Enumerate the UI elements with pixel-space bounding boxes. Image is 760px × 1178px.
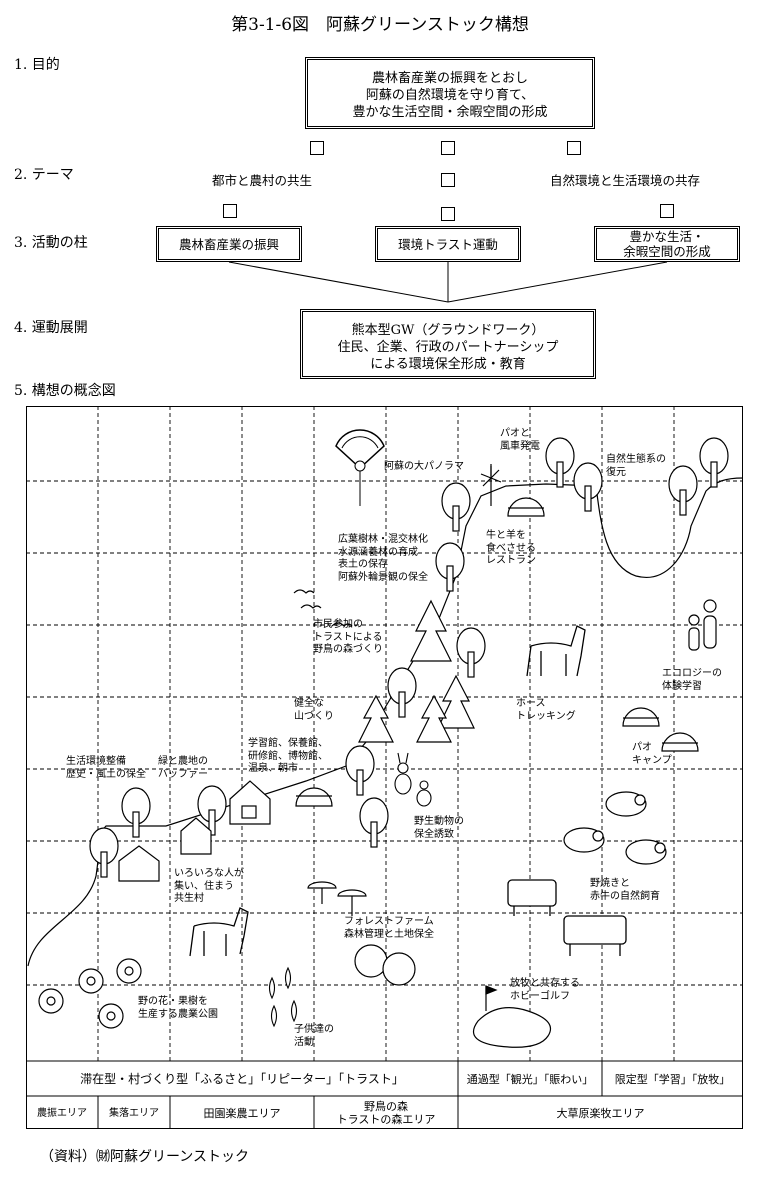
caption-ecosystem-restore: 自然生態系の 復元: [606, 454, 666, 478]
purpose-box: 農林畜産業の振興をとおし 阿蘇の自然環境を守り育て、 豊かな生活空間・余暇空間の…: [305, 57, 595, 129]
connector-square: [441, 173, 455, 187]
zone-agri-promotion: 農振エリア: [37, 1107, 87, 1119]
caption-forest-conservation: 広葉樹林・混交林化 水源涵養林の育成 表土の保存 阿蘇外輪景観の保全: [338, 534, 428, 583]
section-movement-label: 4. 運動展開: [14, 320, 88, 336]
pillar-leisure-line-1: 豊かな生活・: [629, 229, 705, 244]
connector-square: [441, 207, 455, 221]
caption-citizen-trust: 市民参加の トラストによる 野鳥の森づくり: [313, 619, 383, 655]
section-concept-label: 5. 構想の概念図: [14, 383, 116, 399]
caption-restaurant: 牛と羊を 食べさせる レストラン: [486, 530, 536, 566]
connector-square: [660, 204, 674, 218]
zone-rural-farming: 田園楽農エリア: [203, 1106, 281, 1120]
zone-grassland-ranch: 大草原楽牧エリア: [556, 1106, 645, 1120]
source-note: （資料）㈶阿蘇グリーンストック: [40, 1149, 250, 1165]
figure-title: 第3-1-6図 阿蘇グリーンストック構想: [231, 15, 529, 35]
caption-kids-activity: 子供達の 活動: [294, 1024, 334, 1048]
zone-settlement: 集落エリア: [109, 1107, 159, 1119]
caption-wildlife: 野生動物の 保全誘致: [414, 816, 464, 840]
caption-ecology-learning: エコロジーの 体験学習: [662, 668, 722, 692]
section-pillars-label: 3. 活動の柱: [14, 235, 88, 251]
pillar-environment-trust: 環境トラスト運動: [375, 226, 521, 262]
pillar-agriculture: 農林畜産業の振興: [156, 226, 302, 262]
pillar-leisure-line-2: 余暇空間の形成: [623, 244, 711, 259]
panorama-icon: [335, 429, 385, 506]
movement-line-1: 熊本型GW（グラウンドワーク）: [351, 323, 545, 338]
purpose-line-2: 阿蘇の自然環境を守り育て、: [365, 88, 535, 103]
caption-agri-park: 野の花・果樹を 生産する農業公園: [138, 996, 218, 1020]
pillar-leisure-space: 豊かな生活・ 余暇空間の形成: [594, 226, 740, 262]
pillar-environment-trust-label: 環境トラスト運動: [398, 236, 498, 252]
concept-diagram: 阿蘇の大パノラマ パオと 風車発電 自然生態系の 復元 牛と羊を 食べさせる レ…: [26, 406, 744, 1130]
caption-hobby-golf: 放牧と共存する ホビーゴルフ: [510, 978, 580, 1002]
connector-square: [567, 141, 581, 155]
connector-square: [441, 141, 455, 155]
caption-natural-grazing: 野焼きと 赤牛の自然飼育: [590, 878, 660, 902]
connector-square: [310, 141, 324, 155]
caption-forest-farm: フォレストファーム 森林管理と土地保全: [344, 916, 434, 940]
section-purpose-label: 1. 目的: [14, 57, 60, 73]
caption-living-environment: 生活環境整備 歴史・風土の保全: [66, 756, 146, 780]
band-pass-type: 通過型「観光」「賑わい」: [466, 1072, 594, 1086]
movement-line-2: 住民、企業、行政のパートナーシップ: [337, 340, 559, 355]
purpose-line-1: 農林畜産業の振興をとおし: [371, 71, 528, 86]
caption-horse-trekking: ホース トレッキング: [516, 698, 576, 722]
caption-green-buffer: 緑と農地の バッファー: [158, 756, 208, 780]
concept-diagram-art: [26, 406, 744, 1129]
zone-bird-forest-trust: 野鳥の森 トラストの森エリア: [336, 1100, 436, 1126]
purpose-line-3: 豊かな生活空間・余暇空間の形成: [352, 105, 548, 120]
section-theme-label: 2. テーマ: [14, 167, 74, 183]
band-limited-type: 限定型「学習」「放牧」: [614, 1072, 731, 1086]
caption-symbiotic-village: いろいろな人が 集い、住まう 共生村: [174, 868, 244, 904]
pillar-connector-lines: [228, 261, 668, 303]
connector-square: [223, 204, 237, 218]
caption-pao-camp: パオ キャンプ: [632, 742, 672, 766]
theme-left: 都市と農村の共生: [212, 173, 313, 188]
movement-box: 熊本型GW（グラウンドワーク） 住民、企業、行政のパートナーシップ による環境保…: [300, 309, 596, 379]
pillar-agriculture-label: 農林畜産業の振興: [178, 236, 279, 252]
caption-facilities: 学習館、保養館、 研修館、博物館、 温泉、朝市: [248, 738, 328, 774]
caption-panorama: 阿蘇の大パノラマ: [384, 461, 464, 472]
caption-healthy-mountain: 健全な 山づくり: [294, 698, 334, 722]
caption-pao-wind: パオと 風車発電: [500, 428, 540, 452]
band-stay-type: 滞在型・村づくり型「ふるさと」「リピーター」「トラスト」: [80, 1071, 404, 1086]
movement-line-3: による環境保全形成・教育: [370, 357, 526, 372]
theme-right: 自然環境と生活環境の共存: [550, 173, 701, 188]
